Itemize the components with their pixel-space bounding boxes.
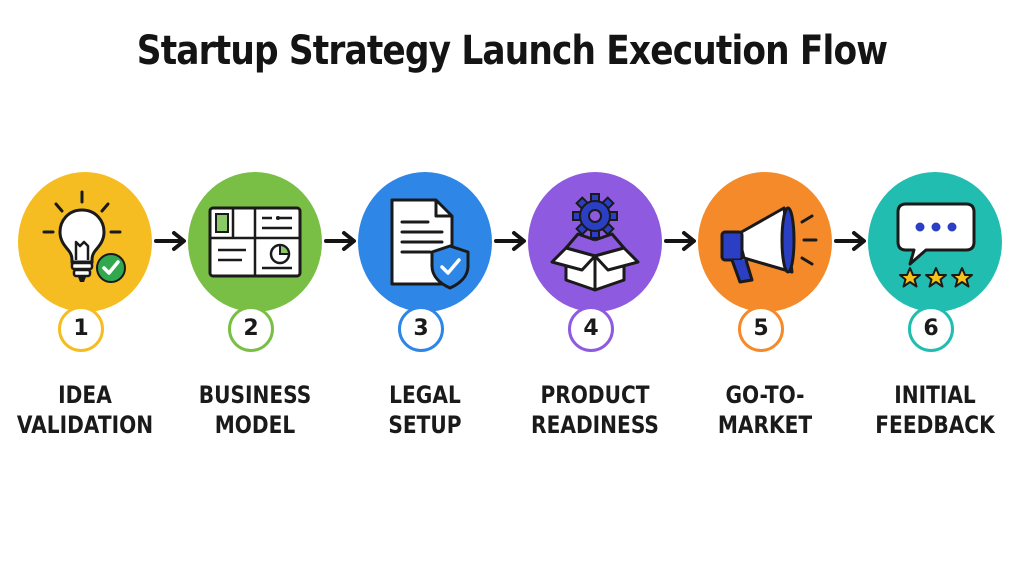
- step-circle: [358, 172, 492, 312]
- arrow-right-icon: [494, 231, 526, 251]
- step-label: INITIAL FEEDBACK: [855, 380, 1015, 440]
- step-label: BUSINESS MODEL: [175, 380, 335, 440]
- step-circle: [18, 172, 152, 312]
- step-label-line: IDEA: [58, 381, 112, 409]
- business-model-canvas-icon: [208, 206, 302, 278]
- arrow-right-icon: [154, 231, 186, 251]
- step-label-line: PRODUCT: [540, 381, 650, 409]
- step-circle: [868, 172, 1002, 312]
- step-idea-validation: 1 IDEA VALIDATION: [17, 172, 153, 452]
- step-number-badge: 3: [398, 306, 444, 352]
- box-gear-icon: [550, 193, 640, 292]
- arrow-right-icon: [324, 231, 356, 251]
- step-go-to-market: 5 GO-TO- MARKET: [698, 172, 832, 452]
- step-number-badge: 2: [228, 306, 274, 352]
- step-label-line: GO-TO-: [725, 381, 805, 409]
- step-label-line: READINESS: [531, 411, 659, 439]
- step-label-line: INITIAL: [894, 381, 976, 409]
- document-shield-icon: [390, 198, 470, 290]
- step-circle: [528, 172, 662, 312]
- step-circle: [698, 172, 832, 312]
- page-title: Startup Strategy Launch Execution Flow: [136, 28, 888, 74]
- step-business-model: 2 BUSINESS MODEL: [188, 172, 322, 452]
- step-label-line: SETUP: [388, 411, 462, 439]
- step-label: GO-TO- MARKET: [685, 380, 845, 440]
- step-product-readiness: 4 PRODUCT READINESS: [528, 172, 662, 452]
- step-label-line: LEGAL: [389, 381, 461, 409]
- step-label-line: MODEL: [214, 411, 296, 439]
- step-label-line: MARKET: [717, 411, 813, 439]
- step-initial-feedback: 6 INITIAL FEEDBACK: [868, 172, 1002, 452]
- step-number-badge: 5: [738, 306, 784, 352]
- step-label: PRODUCT READINESS: [515, 380, 675, 440]
- step-legal-setup: 3 LEGAL SETUP: [358, 172, 492, 452]
- step-number-badge: 6: [908, 306, 954, 352]
- arrow-right-icon: [834, 231, 866, 251]
- step-label-line: BUSINESS: [198, 381, 312, 409]
- step-label: LEGAL SETUP: [345, 380, 505, 440]
- step-number-badge: 1: [58, 306, 104, 352]
- step-number-badge: 4: [568, 306, 614, 352]
- chat-stars-icon: [896, 202, 976, 288]
- step-label: IDEA VALIDATION: [5, 380, 165, 440]
- lightbulb-check-icon: [42, 190, 126, 283]
- megaphone-icon: [720, 206, 818, 284]
- step-label-line: FEEDBACK: [875, 411, 995, 439]
- arrow-right-icon: [664, 231, 696, 251]
- step-label-line: VALIDATION: [16, 411, 154, 439]
- step-circle: [188, 172, 322, 312]
